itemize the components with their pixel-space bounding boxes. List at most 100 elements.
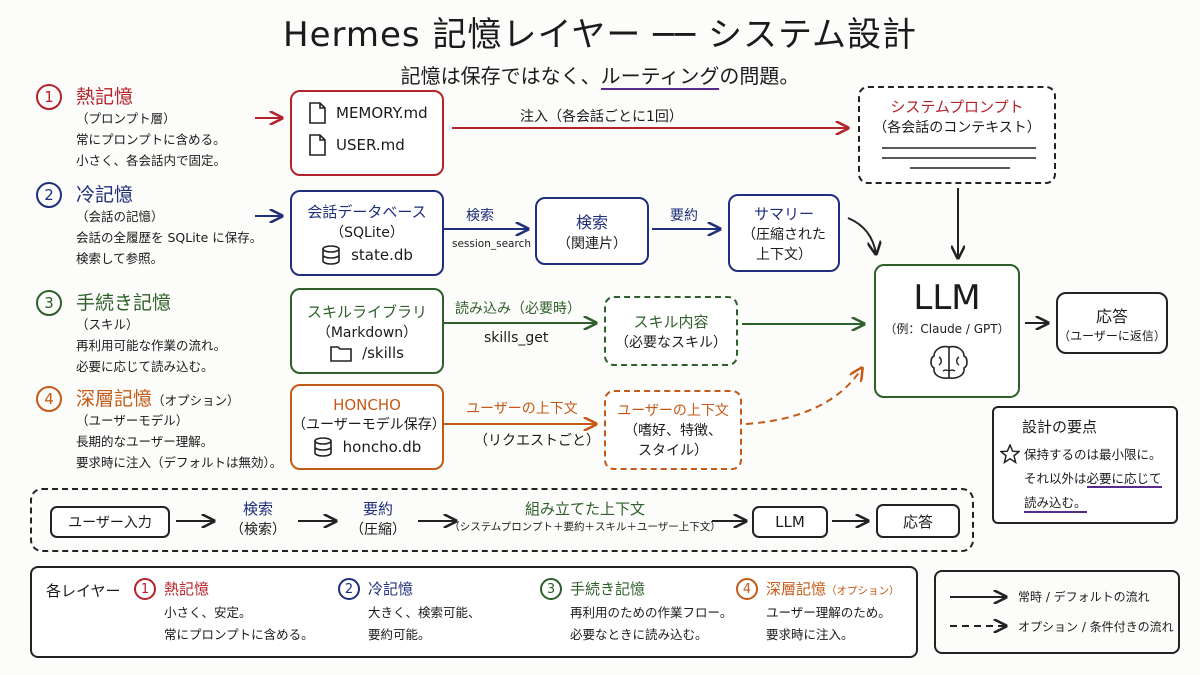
principles-emphasis: 必要に応じて	[1086, 471, 1162, 488]
pipeline-summarize-title: 要約	[362, 500, 393, 518]
layer-sub: （スキル）	[76, 317, 139, 332]
summary-sub: 上下文）	[756, 246, 812, 263]
file-icon	[309, 134, 326, 156]
llm-sub: （例：Claude / GPT）	[884, 322, 1010, 336]
pipeline-frame	[30, 488, 974, 552]
skill-content-box: スキル内容 （必要なスキル）	[604, 296, 738, 366]
legend-number-badge: 3	[540, 578, 562, 600]
summarize-label: 要約	[670, 208, 698, 224]
layer-desc: 小さく、各会話内で固定。	[76, 153, 227, 168]
legend-title: 各レイヤー	[46, 582, 121, 600]
legend-layer-desc: 要約可能。	[368, 627, 431, 642]
page-subtitle: 記憶は保存ではなく、ルーティングの問題。	[0, 60, 1200, 90]
design-principles-box: 設計の要点 保持するのは最小限に。 それ以外は必要に応じて 読み込む。	[992, 406, 1178, 524]
database-icon	[322, 244, 340, 265]
subtitle-post: の問題。	[719, 64, 800, 88]
honcho-box: HONCHO （ユーザーモデル保存） honcho.db	[290, 384, 446, 470]
principles-line2-pre: それ以外は	[1024, 471, 1087, 486]
skill-content-sub: （必要なスキル）	[615, 334, 727, 351]
layer-name: 深層記憶	[76, 388, 153, 410]
principles-line: それ以外は必要に応じて	[1024, 468, 1162, 488]
hot-memory-files-box: MEMORY.md USER.md	[290, 90, 444, 176]
llm-title: LLM	[913, 278, 981, 318]
summary-box: サマリー （圧縮された 上下文）	[728, 194, 840, 272]
layer-number-badge: 1	[36, 84, 62, 110]
search-box-sub: （関連片）	[557, 236, 627, 252]
skill-library-box: スキルライブラリ （Markdown） /skills	[290, 288, 444, 374]
system-prompt-title: システムプロンプト	[890, 98, 1024, 116]
legend-number-badge: 2	[338, 578, 360, 600]
skill-dir-row: /skills	[330, 344, 404, 362]
legend-number-badge: 1	[134, 578, 156, 600]
star-icon	[1000, 444, 1020, 464]
system-prompt-box: システムプロンプト （各会話のコンテキスト）	[858, 86, 1056, 184]
db-title: 会話データベース	[307, 202, 427, 221]
conversation-db-box: 会話データベース （SQLite） state.db	[290, 190, 444, 276]
principles-line: 保持するのは最小限に。	[1024, 447, 1162, 462]
subtitle-pre: 記憶は保存ではなく、	[400, 64, 601, 88]
layer-desc: 検索して参照。	[76, 251, 164, 266]
database-icon	[313, 437, 332, 457]
arrow-summary-to-llm	[847, 217, 876, 254]
user-context-title: ユーザーの上下文	[617, 403, 729, 419]
pipeline-user-input: ユーザー入力	[50, 506, 170, 538]
memory-file-row: MEMORY.md	[308, 102, 442, 124]
folder-icon	[330, 345, 352, 362]
layer-name: 手続き記憶	[76, 292, 172, 314]
pipeline-search-sub: （検索）	[230, 522, 286, 538]
system-prompt-sub: （各会話のコンテキスト）	[873, 120, 1041, 136]
legend-solid-label: 常時 / デフォルトの流れ	[1018, 590, 1150, 604]
page-title: Hermes 記憶レイヤー ── システム設計	[283, 14, 917, 55]
legend-layer-name: 手続き記憶	[570, 580, 646, 598]
pipeline-response: 応答	[876, 504, 960, 538]
load-function: skills_get	[484, 330, 549, 346]
legend-layer-name-row: 深層記憶（オプション）	[766, 578, 900, 599]
pipeline-assemble: 組み立てた上下文 （システムプロンプト＋要約＋スキル＋ユーザー上下文）	[449, 498, 721, 534]
layer-number-badge: 2	[36, 182, 62, 208]
db-sub: （SQLite）	[330, 224, 404, 241]
legend-layer-desc: 小さく、安定。	[164, 605, 252, 620]
user-context-box: ユーザーの上下文 （嗜好、特徴、 スタイル）	[604, 390, 742, 470]
summary-title: サマリー	[753, 204, 814, 223]
skill-library-sub: （Markdown）	[316, 324, 418, 341]
layer-desc: 要求時に注入（デフォルトは無効）。	[76, 455, 283, 470]
search-box-title: 検索	[575, 213, 608, 232]
inject-label: 注入（各会話ごとに1回）	[520, 109, 683, 125]
line-style-legend: 常時 / デフォルトの流れ オプション / 条件付きの流れ	[934, 570, 1180, 654]
search-result-box: 検索 （関連片）	[535, 197, 649, 265]
pipeline-summarize-sub: （圧縮）	[350, 522, 406, 538]
legend-layer-desc: 常にプロンプトに含める。	[164, 627, 314, 642]
user-context-sub: （リクエストごと）	[474, 433, 600, 449]
user-file-row: USER.md	[308, 134, 442, 156]
layer-sub: （会話の記憶）	[76, 209, 164, 224]
file-icon	[309, 102, 326, 124]
db-file-name: state.db	[351, 245, 413, 264]
legend-layer-desc: 必要なときに読み込む。	[570, 627, 708, 642]
layer-desc: 長期的なユーザー理解。	[76, 434, 214, 449]
response-sub: （ユーザーに返信）	[1058, 328, 1166, 343]
layer-desc: 必要に応じて読み込む。	[76, 359, 214, 374]
prompt-lines-decoration	[882, 147, 1036, 169]
pipeline-assemble-sub: （システムプロンプト＋要約＋スキル＋ユーザー上下文）	[449, 521, 721, 533]
honcho-sub: （ユーザーモデル保存）	[292, 417, 446, 433]
layer-name-suffix: （オプション）	[152, 393, 240, 408]
layer-sub: （ユーザーモデル）	[76, 413, 189, 428]
legend-layer-name: 冷記憶	[368, 580, 414, 598]
pipeline-assemble-title: 組み立てた上下文	[524, 500, 645, 518]
pipeline-search: 検索 （検索）	[222, 498, 294, 539]
load-label: 読み込み（必要時）	[455, 301, 581, 317]
skill-dir-name: /skills	[362, 343, 404, 362]
honcho-title: HONCHO	[333, 396, 401, 414]
layer-sub: （プロンプト層）	[76, 111, 176, 126]
layer-desc: 常にプロンプトに含める。	[76, 132, 226, 147]
honcho-file-row: honcho.db	[313, 436, 421, 458]
legend-layer-name-suffix: （オプション）	[826, 585, 900, 597]
layer-desc: 再利用可能な作業の流れ。	[76, 338, 227, 353]
user-context-label: ユーザーの上下文	[466, 401, 578, 417]
legend-layer-desc: 要求時に注入。	[766, 627, 854, 642]
db-file-row: state.db	[321, 244, 413, 266]
pipeline-llm: LLM	[752, 506, 828, 538]
layer-name: 熱記憶	[76, 86, 134, 108]
summary-sub: （圧縮された	[742, 226, 826, 243]
